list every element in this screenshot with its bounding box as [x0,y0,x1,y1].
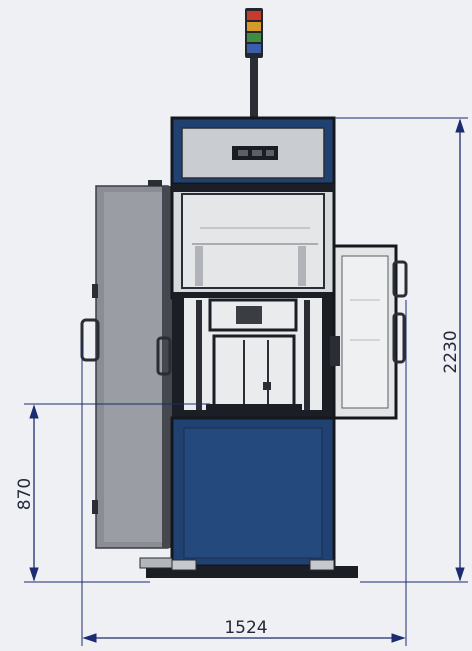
signal-light-amber [247,22,261,31]
display-segment [238,150,248,156]
fixture-bolt [263,382,271,390]
signal-tower-pole [250,58,258,120]
door-latch [330,336,340,366]
control-panel [170,116,336,186]
mid-rail [172,292,334,300]
cabinet-top-latch [148,180,162,186]
signal-light-red [247,11,261,20]
signal-light-blue [247,44,261,53]
signal-light-green [247,33,261,42]
lower-rail [172,410,334,420]
signal-tower [245,8,263,120]
right-column [322,298,334,414]
arrowhead [391,633,406,643]
dimension-annotations [24,117,468,646]
display-segment [252,150,262,156]
side-cabinet-face [104,192,162,542]
arrowhead [29,404,39,419]
arrowhead [29,567,39,582]
press-ram [236,306,262,324]
base-side-step [139,557,173,569]
inner-column-left [196,300,202,412]
press-head [208,298,298,332]
inner-column-right [304,300,310,412]
window-bracket [195,246,203,286]
dimension-label-working-height: 870 [15,478,35,510]
window-bracket [298,246,306,286]
dimension-label-total-height: 2230 [441,330,461,373]
door-handle [392,260,408,298]
dimension-label-total-width: 1524 [224,618,267,638]
base-cabinet-panel [183,427,323,559]
arrowhead [82,633,97,643]
cabinet-handle-lower [156,336,172,376]
work-table [206,404,302,412]
top-rail [172,184,334,192]
control-panel-face [181,127,325,179]
open-door [330,244,408,420]
cabinet-hinge [92,284,98,298]
side-cabinet [80,180,172,549]
base-foot [309,559,335,571]
display-segment [266,150,274,156]
left-column [172,298,184,414]
door-glass [341,255,389,409]
base-cabinet [170,416,336,568]
base-foot [171,559,197,571]
base-plate [146,566,358,578]
side-cabinet-edge [162,186,172,548]
machine-frame [139,182,358,578]
arrowhead [455,567,465,582]
arrowhead [455,118,465,133]
door-hinge [392,312,406,364]
cabinet-hinge [92,500,98,514]
